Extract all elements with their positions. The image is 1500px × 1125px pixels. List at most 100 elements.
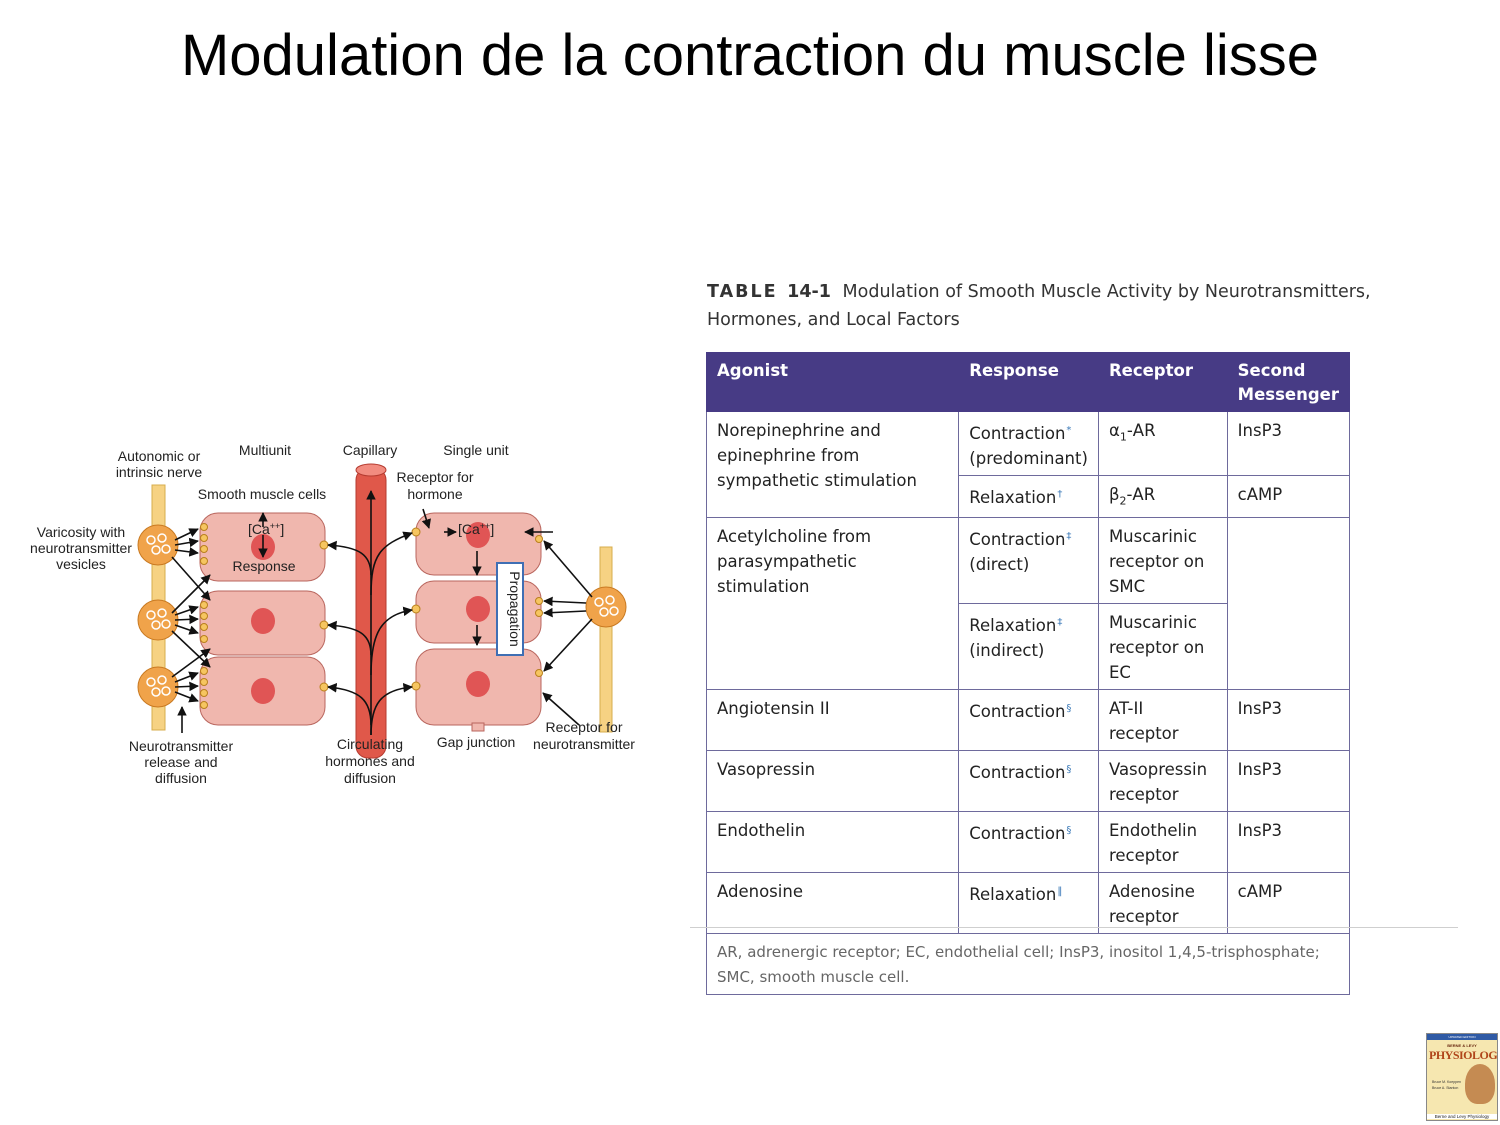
cell-agonist: Adenosine bbox=[705, 872, 960, 935]
cell-receptor: Endothelin receptor bbox=[1097, 811, 1228, 874]
label-nt-release-2: release and bbox=[144, 754, 217, 770]
table-number: 14-1 bbox=[787, 282, 831, 302]
label-varicosity-3: vesicles bbox=[56, 556, 106, 572]
table-caption-text: Modulation of Smooth Muscle Activity by … bbox=[707, 282, 1371, 330]
label-capillary: Capillary bbox=[343, 442, 397, 458]
table-label: TABLE bbox=[707, 282, 778, 302]
book-cover-thumbnail: UPDATED EDITION BERNE & LEVY PHYSIOLOGY … bbox=[1426, 1033, 1498, 1121]
single-unit-cell-1 bbox=[415, 512, 542, 576]
cell-receptor: α1-AR bbox=[1097, 411, 1228, 476]
cell-receptor: Muscarinic receptor on EC bbox=[1097, 603, 1228, 691]
book-author-1: Bruce M. Koeppen bbox=[1432, 1080, 1461, 1084]
label-circulating-2: hormones and bbox=[325, 753, 415, 769]
single-unit-arrows bbox=[258, 508, 593, 726]
cell-second-messenger: cAMP bbox=[1226, 474, 1351, 519]
cell-agonist: Endothelin bbox=[705, 811, 960, 874]
table-footnote: AR, adrenergic receptor; EC, endothelial… bbox=[706, 933, 1350, 996]
slide-title: Modulation de la contraction du muscle l… bbox=[180, 23, 1320, 88]
ca-label-left: [Ca++] bbox=[248, 521, 284, 537]
svg-text:[Ca++]: [Ca++] bbox=[248, 521, 284, 537]
table-row: Relaxation‡(indirect) Muscarinic recepto… bbox=[707, 603, 1350, 691]
label-multiunit: Multiunit bbox=[239, 442, 291, 458]
cell-receptor: Muscarinic receptor on SMC bbox=[1097, 517, 1228, 605]
label-single-unit: Single unit bbox=[443, 442, 508, 458]
cell-agonist: Norepinephrine and epinephrine from symp… bbox=[705, 410, 960, 519]
smooth-muscle-innervation-diagram: Propagation bbox=[30, 442, 635, 786]
svg-text:[Ca++]: [Ca++] bbox=[458, 521, 494, 537]
label-nt-release-1: Neurotransmitter bbox=[129, 738, 234, 754]
book-band bbox=[1427, 1034, 1497, 1040]
book-caption: Berne and Levy Physiology bbox=[1427, 1114, 1497, 1119]
header-agonist: Agonist bbox=[705, 352, 960, 412]
book-author-2: Bruce A. Stanton bbox=[1432, 1086, 1459, 1090]
receptor-dots bbox=[200, 523, 543, 709]
book-cover-face bbox=[1465, 1064, 1495, 1104]
propagation-box bbox=[496, 562, 524, 656]
cell-response: Contraction§ bbox=[958, 689, 1099, 752]
label-response: Response bbox=[232, 558, 295, 574]
multiunit-cell-2 bbox=[199, 590, 326, 656]
label-nt-release-3: diffusion bbox=[155, 770, 207, 786]
modulation-table: Agonist Response Receptor Second Messeng… bbox=[705, 352, 1351, 996]
cell-second-messenger: InsP3 bbox=[1226, 411, 1351, 476]
label-autonomic-1: Autonomic or bbox=[118, 448, 201, 464]
cell-second-messenger: InsP3 bbox=[1226, 689, 1351, 752]
varicosity-right bbox=[585, 586, 627, 628]
hormone-arrows bbox=[327, 490, 413, 736]
label-receptor-hormone-2: hormone bbox=[407, 486, 462, 502]
multiunit-cell-3 bbox=[199, 656, 326, 726]
label-varicosity-2: neurotransmitter bbox=[30, 540, 132, 556]
cell-agonist: Angiotensin II bbox=[705, 689, 960, 752]
varicosity-1 bbox=[137, 524, 179, 566]
cell-response: Relaxation‡(indirect) bbox=[958, 603, 1099, 691]
book-title: PHYSIOLOGY bbox=[1429, 1048, 1498, 1062]
cell-response: Relaxation† bbox=[958, 474, 1099, 519]
cell-response: Contraction*(predominant) bbox=[958, 411, 1099, 476]
table-row: Angiotensin II Contraction§ AT-II recept… bbox=[705, 689, 1351, 752]
cell-receptor: Adenosine receptor bbox=[1097, 872, 1228, 935]
right-nerve-fiber bbox=[599, 546, 613, 733]
book-series: BERNE & LEVY bbox=[1447, 1043, 1477, 1048]
table-row: Vasopressin Contraction§ Vasopressin rec… bbox=[705, 750, 1351, 813]
varicosity-2 bbox=[137, 599, 179, 641]
label-varicosity-1: Varicosity with bbox=[37, 524, 125, 540]
table-row: Norepinephrine and epinephrine from symp… bbox=[705, 410, 1351, 519]
cell-receptor: β2-AR bbox=[1097, 474, 1228, 519]
cell-response: Contraction§ bbox=[958, 750, 1099, 813]
cell-agonist: Vasopressin bbox=[705, 750, 960, 813]
book-edition: UPDATED EDITION bbox=[1448, 1035, 1476, 1039]
label-autonomic-2: intrinsic nerve bbox=[116, 464, 203, 480]
table-caption: TABLE 14-1 Modulation of Smooth Muscle A… bbox=[707, 278, 1467, 334]
label-receptor-nt-2: neurotransmitter bbox=[533, 736, 635, 752]
divider-rule bbox=[690, 927, 1458, 928]
header-response: Response bbox=[958, 352, 1099, 412]
capillary-opening bbox=[355, 463, 387, 477]
ca-label-right: [Ca++] bbox=[458, 521, 494, 537]
table-footnote-row: AR, adrenergic receptor; EC, endothelial… bbox=[706, 933, 1350, 996]
label-receptor-hormone-1: Receptor for bbox=[396, 469, 473, 485]
cell-receptor: Vasopressin receptor bbox=[1097, 750, 1228, 813]
table-row: Adenosine Relaxation‖ Adenosine receptor… bbox=[705, 872, 1351, 935]
single-unit-cell-3 bbox=[415, 648, 542, 732]
cell-second-messenger-empty bbox=[1226, 517, 1351, 691]
cell-second-messenger: InsP3 bbox=[1226, 750, 1351, 813]
cell-receptor: AT-II receptor bbox=[1097, 689, 1228, 752]
cell-response: Relaxation‖ bbox=[958, 872, 1099, 935]
cell-agonist: Acetylcholine from parasympathetic stimu… bbox=[705, 517, 960, 691]
propagation-label: Propagation bbox=[507, 571, 523, 647]
cell-response: Contraction‡(direct) bbox=[958, 517, 1099, 605]
cell-second-messenger: InsP3 bbox=[1226, 811, 1351, 874]
label-circulating-3: diffusion bbox=[344, 770, 396, 786]
cell-response: Contraction§ bbox=[958, 811, 1099, 874]
varicosity-3 bbox=[137, 666, 179, 708]
header-receptor: Receptor bbox=[1097, 352, 1228, 412]
label-circulating-1: Circulating bbox=[337, 736, 403, 752]
table-header-row: Agonist Response Receptor Second Messeng… bbox=[705, 352, 1351, 412]
label-smooth-muscle-cells: Smooth muscle cells bbox=[198, 486, 326, 502]
neurotransmitter-arrows-left bbox=[171, 528, 211, 733]
header-second-messenger: Second Messenger bbox=[1226, 352, 1351, 412]
table-row: Endothelin Contraction§ Endothelin recep… bbox=[705, 811, 1351, 874]
label-gap-junction: Gap junction bbox=[437, 734, 516, 750]
label-receptor-nt-1: Receptor for bbox=[545, 719, 622, 735]
cell-second-messenger: cAMP bbox=[1226, 872, 1351, 935]
